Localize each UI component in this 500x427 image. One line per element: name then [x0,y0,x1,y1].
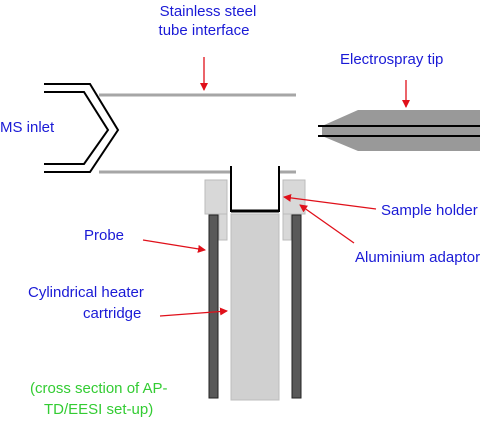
label-tube-interface-line1: Stainless steel [160,3,257,20]
arrow-sample-holder [283,193,377,210]
electrospray-tip-shape [318,110,480,151]
label-electrospray-tip: Electrospray tip [340,51,443,68]
probe-shape [208,214,302,399]
label-ms-inlet: MS inlet [0,119,55,136]
ms-inlet-shape [44,83,120,173]
arrow-heater [159,307,228,317]
caption-line2: TD/EESI set-up) [44,401,153,418]
label-aluminium-adaptor: Aluminium adaptor [355,249,480,266]
label-heater-line1: Cylindrical heater [28,284,144,301]
arrow-probe [142,239,206,253]
heater-cartridge-shape [230,213,280,401]
caption-line1: (cross section of AP- [30,380,168,397]
label-probe: Probe [84,227,124,244]
label-sample-holder: Sample holder [381,202,478,219]
arrow-aluminium-adaptor [299,204,355,244]
label-heater-line2: cartridge [83,305,141,322]
label-tube-interface-line2: tube interface [159,22,250,39]
tube-interface-shape [99,93,296,174]
sample-holder-shape [230,166,280,213]
annotation-arrows [142,57,410,317]
